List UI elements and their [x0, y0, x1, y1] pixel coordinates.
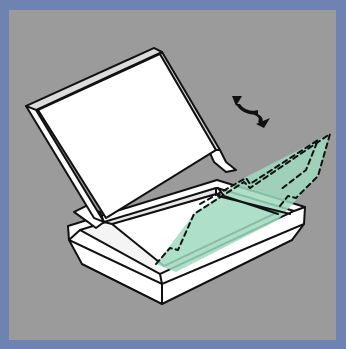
- rotate-double-arrow-icon: [232, 96, 270, 128]
